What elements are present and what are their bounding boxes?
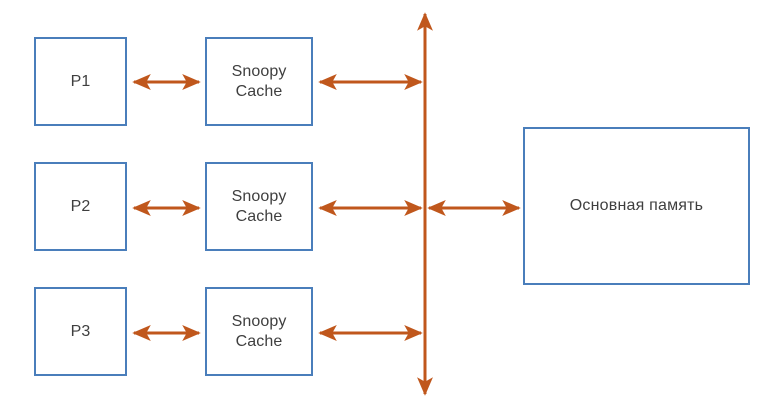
snoopy-cache-node-3[interactable]: Snoopy Cache	[205, 287, 313, 376]
processor-label-p3: P3	[70, 322, 91, 340]
snoopy-cache-label-2: Snoopy Cache	[231, 187, 287, 225]
main-memory-label: Основная память	[569, 197, 704, 215]
snoopy-cache-node-1[interactable]: Snoopy Cache	[205, 37, 313, 126]
processor-node-p2[interactable]: P2	[34, 162, 127, 251]
processor-label-p2: P2	[70, 197, 91, 215]
snoopy-cache-label-3: Snoopy Cache	[231, 312, 287, 350]
snoopy-cache-label-1: Snoopy Cache	[231, 62, 287, 100]
processor-label-p1: P1	[70, 72, 91, 90]
snoopy-cache-node-2[interactable]: Snoopy Cache	[205, 162, 313, 251]
processor-node-p1[interactable]: P1	[34, 37, 127, 126]
main-memory-node[interactable]: Основная память	[523, 127, 750, 285]
processor-node-p3[interactable]: P3	[34, 287, 127, 376]
